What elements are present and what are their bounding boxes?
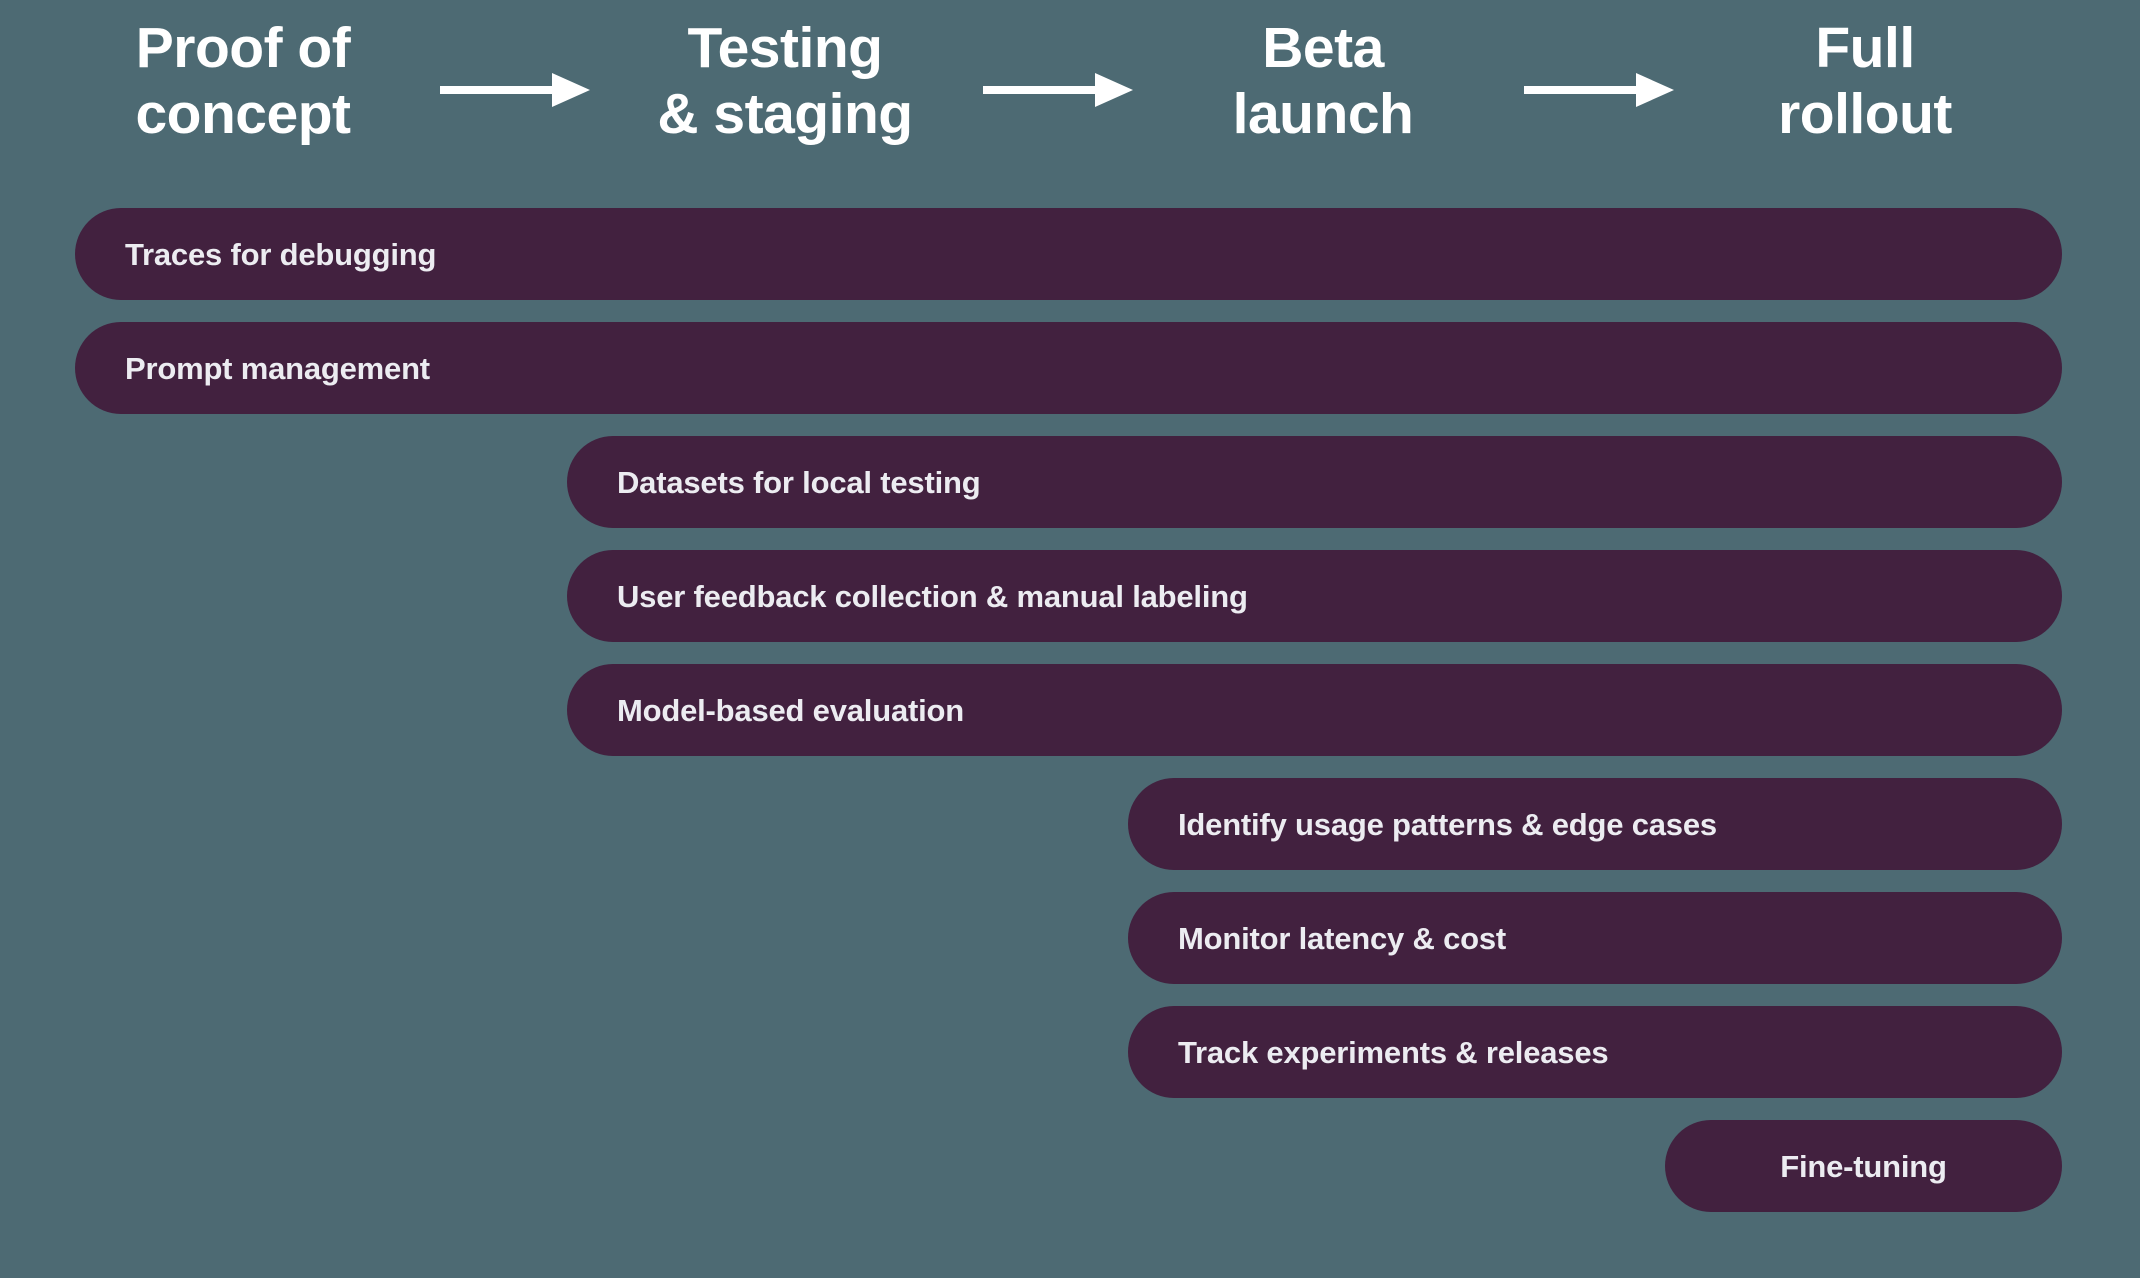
arrow-right-icon xyxy=(983,73,1133,107)
arrow-right-icon xyxy=(1524,73,1674,107)
capability-bar-label: Traces for debugging xyxy=(125,236,437,272)
capability-bar[interactable]: Fine-tuning xyxy=(1665,1120,2062,1212)
phase-label-proof-of-concept: Proof of concept xyxy=(135,16,351,146)
capability-bar[interactable]: Traces for debugging xyxy=(75,208,2062,300)
capability-bar[interactable]: Model-based evaluation xyxy=(567,664,2062,756)
capability-bar[interactable]: Datasets for local testing xyxy=(567,436,2062,528)
capability-bar[interactable]: Monitor latency & cost xyxy=(1128,892,2062,984)
capability-bar[interactable]: Track experiments & releases xyxy=(1128,1006,2062,1098)
phase-label-testing-and-staging: Testing & staging xyxy=(657,16,913,146)
phase-label-beta-launch: Beta launch xyxy=(1232,16,1414,146)
capability-bar[interactable]: User feedback collection & manual labeli… xyxy=(567,550,2062,642)
capability-bar[interactable]: Identify usage patterns & edge cases xyxy=(1128,778,2062,870)
capability-bar-label: Track experiments & releases xyxy=(1178,1034,1609,1070)
capability-bar-label: Datasets for local testing xyxy=(617,464,981,500)
capability-bar-label: Monitor latency & cost xyxy=(1178,920,1507,956)
capability-bar-label: Identify usage patterns & edge cases xyxy=(1178,806,1717,842)
capability-bar-label: Fine-tuning xyxy=(1780,1148,1947,1184)
capability-bar-label: User feedback collection & manual labeli… xyxy=(617,578,1248,614)
phase-label-full-rollout: Full rollout xyxy=(1778,16,1952,146)
phase-header-row: Proof of concept Testing & staging Beta … xyxy=(0,0,2140,185)
capability-bar-label: Model-based evaluation xyxy=(617,692,964,728)
capability-bar-label: Prompt management xyxy=(125,350,430,386)
arrow-right-icon xyxy=(440,73,590,107)
capability-bar[interactable]: Prompt management xyxy=(75,322,2062,414)
